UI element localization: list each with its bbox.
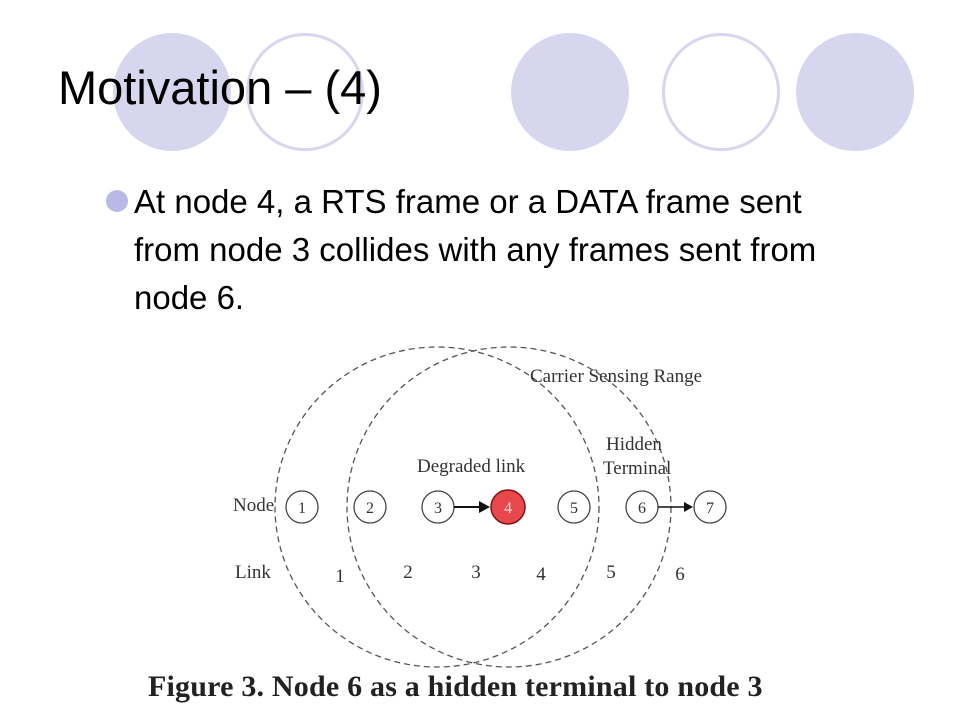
node-5-label: 5	[570, 500, 578, 517]
carrier-sensing-range-label: Carrier Sensing Range	[530, 366, 702, 387]
node-2: 2	[353, 490, 387, 524]
node-7-label: 7	[706, 500, 714, 517]
link-3-label: 3	[471, 562, 481, 583]
slide-title: Motivation – (4)	[58, 61, 382, 114]
decor-circle-1	[113, 33, 231, 151]
decor-circle-2	[511, 33, 629, 151]
node-row-label: Node	[233, 495, 274, 516]
node-2-label: 2	[366, 500, 374, 517]
hidden-terminal-label-line1: Hidden	[606, 434, 662, 455]
link-2-label: 2	[403, 562, 413, 583]
link-4-label: 4	[536, 564, 546, 585]
node-1-label: 1	[298, 500, 306, 517]
bullet-text: At node 4, a RTS frame or a DATA frame s…	[134, 183, 817, 316]
node-5: 5	[557, 490, 591, 524]
degraded-link-label: Degraded link	[417, 456, 526, 477]
hidden-terminal-label-line2: Terminal	[603, 458, 671, 479]
arrow-node3-to-node4	[454, 501, 490, 513]
link-6-label: 6	[675, 564, 685, 585]
arrow-node6-to-node7	[658, 502, 693, 512]
node-6: 6	[625, 490, 659, 524]
transmission-range-circle	[274, 346, 600, 668]
node-3: 3	[421, 490, 455, 524]
link-1-label: 1	[335, 566, 345, 587]
decor-ring-2	[662, 33, 780, 151]
node-4-label: 4	[504, 500, 512, 517]
decor-circle-3	[796, 33, 914, 151]
node-1: 1	[285, 490, 319, 524]
node-7: 7	[693, 490, 727, 524]
figure-caption: Figure 3. Node 6 as a hidden terminal to…	[148, 670, 763, 703]
link-row-label: Link	[235, 562, 271, 583]
bullet-icon	[106, 190, 128, 212]
link-5-label: 5	[606, 562, 616, 583]
node-3-label: 3	[434, 500, 442, 517]
node-6-label: 6	[638, 500, 646, 517]
node-4-highlighted: 4	[490, 489, 526, 525]
decor-ring-1	[246, 33, 364, 151]
